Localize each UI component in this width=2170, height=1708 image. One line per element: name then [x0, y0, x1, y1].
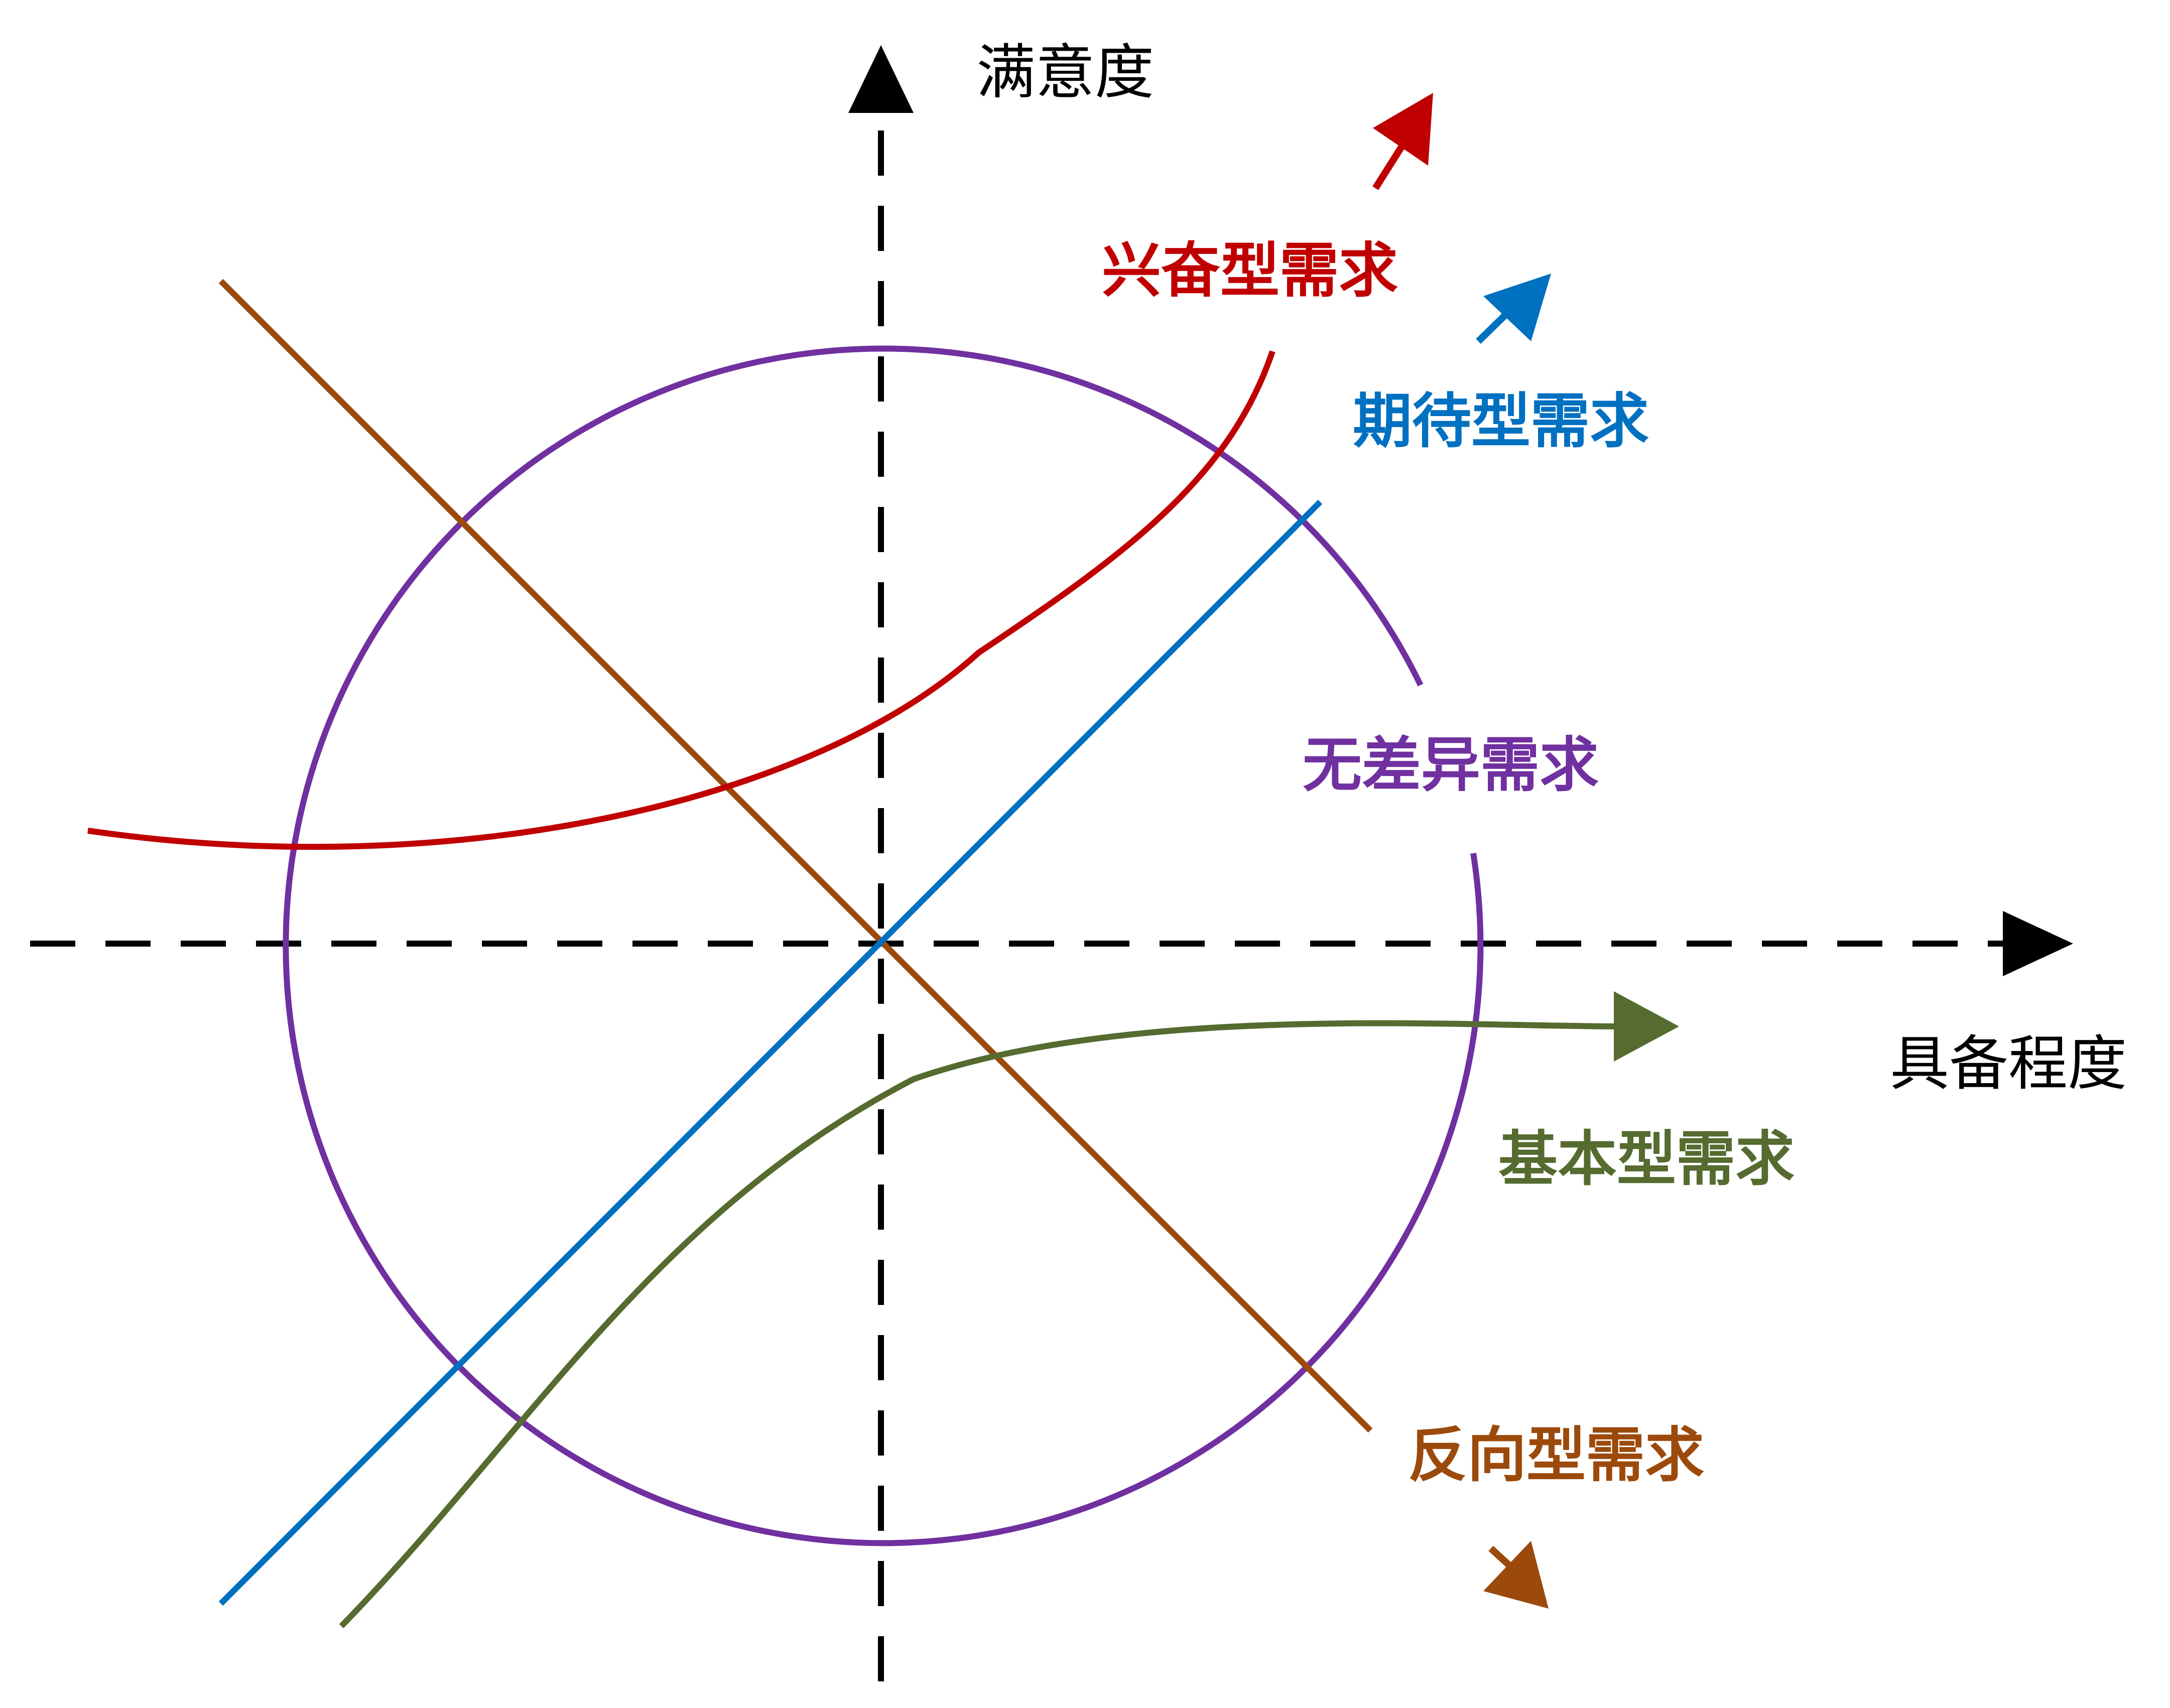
indifferent-circle: [283, 345, 1484, 1546]
basic-label: 基本型需求: [1498, 1124, 1795, 1194]
expected-arrowhead: [1483, 274, 1551, 341]
reverse-label: 反向型需求: [1408, 1420, 1704, 1490]
expected-label: 期待型需求: [1353, 386, 1649, 456]
reverse-line: [218, 279, 1373, 1433]
indifferent-label: 无差异需求: [1303, 730, 1599, 800]
excitement-label: 兴奋型需求: [1102, 236, 1398, 305]
x-axis-arrowhead: [2003, 911, 2073, 976]
excitement-curve: [87, 350, 1275, 850]
y-axis-arrowhead: [848, 45, 914, 113]
expected-line: [218, 499, 1323, 1606]
basic-arrowhead: [1614, 991, 1679, 1062]
y-axis-label: 满意度: [976, 38, 1154, 107]
excitement-arrow-shaft: [1372, 139, 1409, 190]
x-axis-label: 具备程度: [1890, 1029, 2127, 1098]
reverse-arrowhead: [1483, 1541, 1549, 1609]
basic-curve: [339, 1020, 1622, 1629]
excitement-arrowhead: [1373, 93, 1433, 166]
